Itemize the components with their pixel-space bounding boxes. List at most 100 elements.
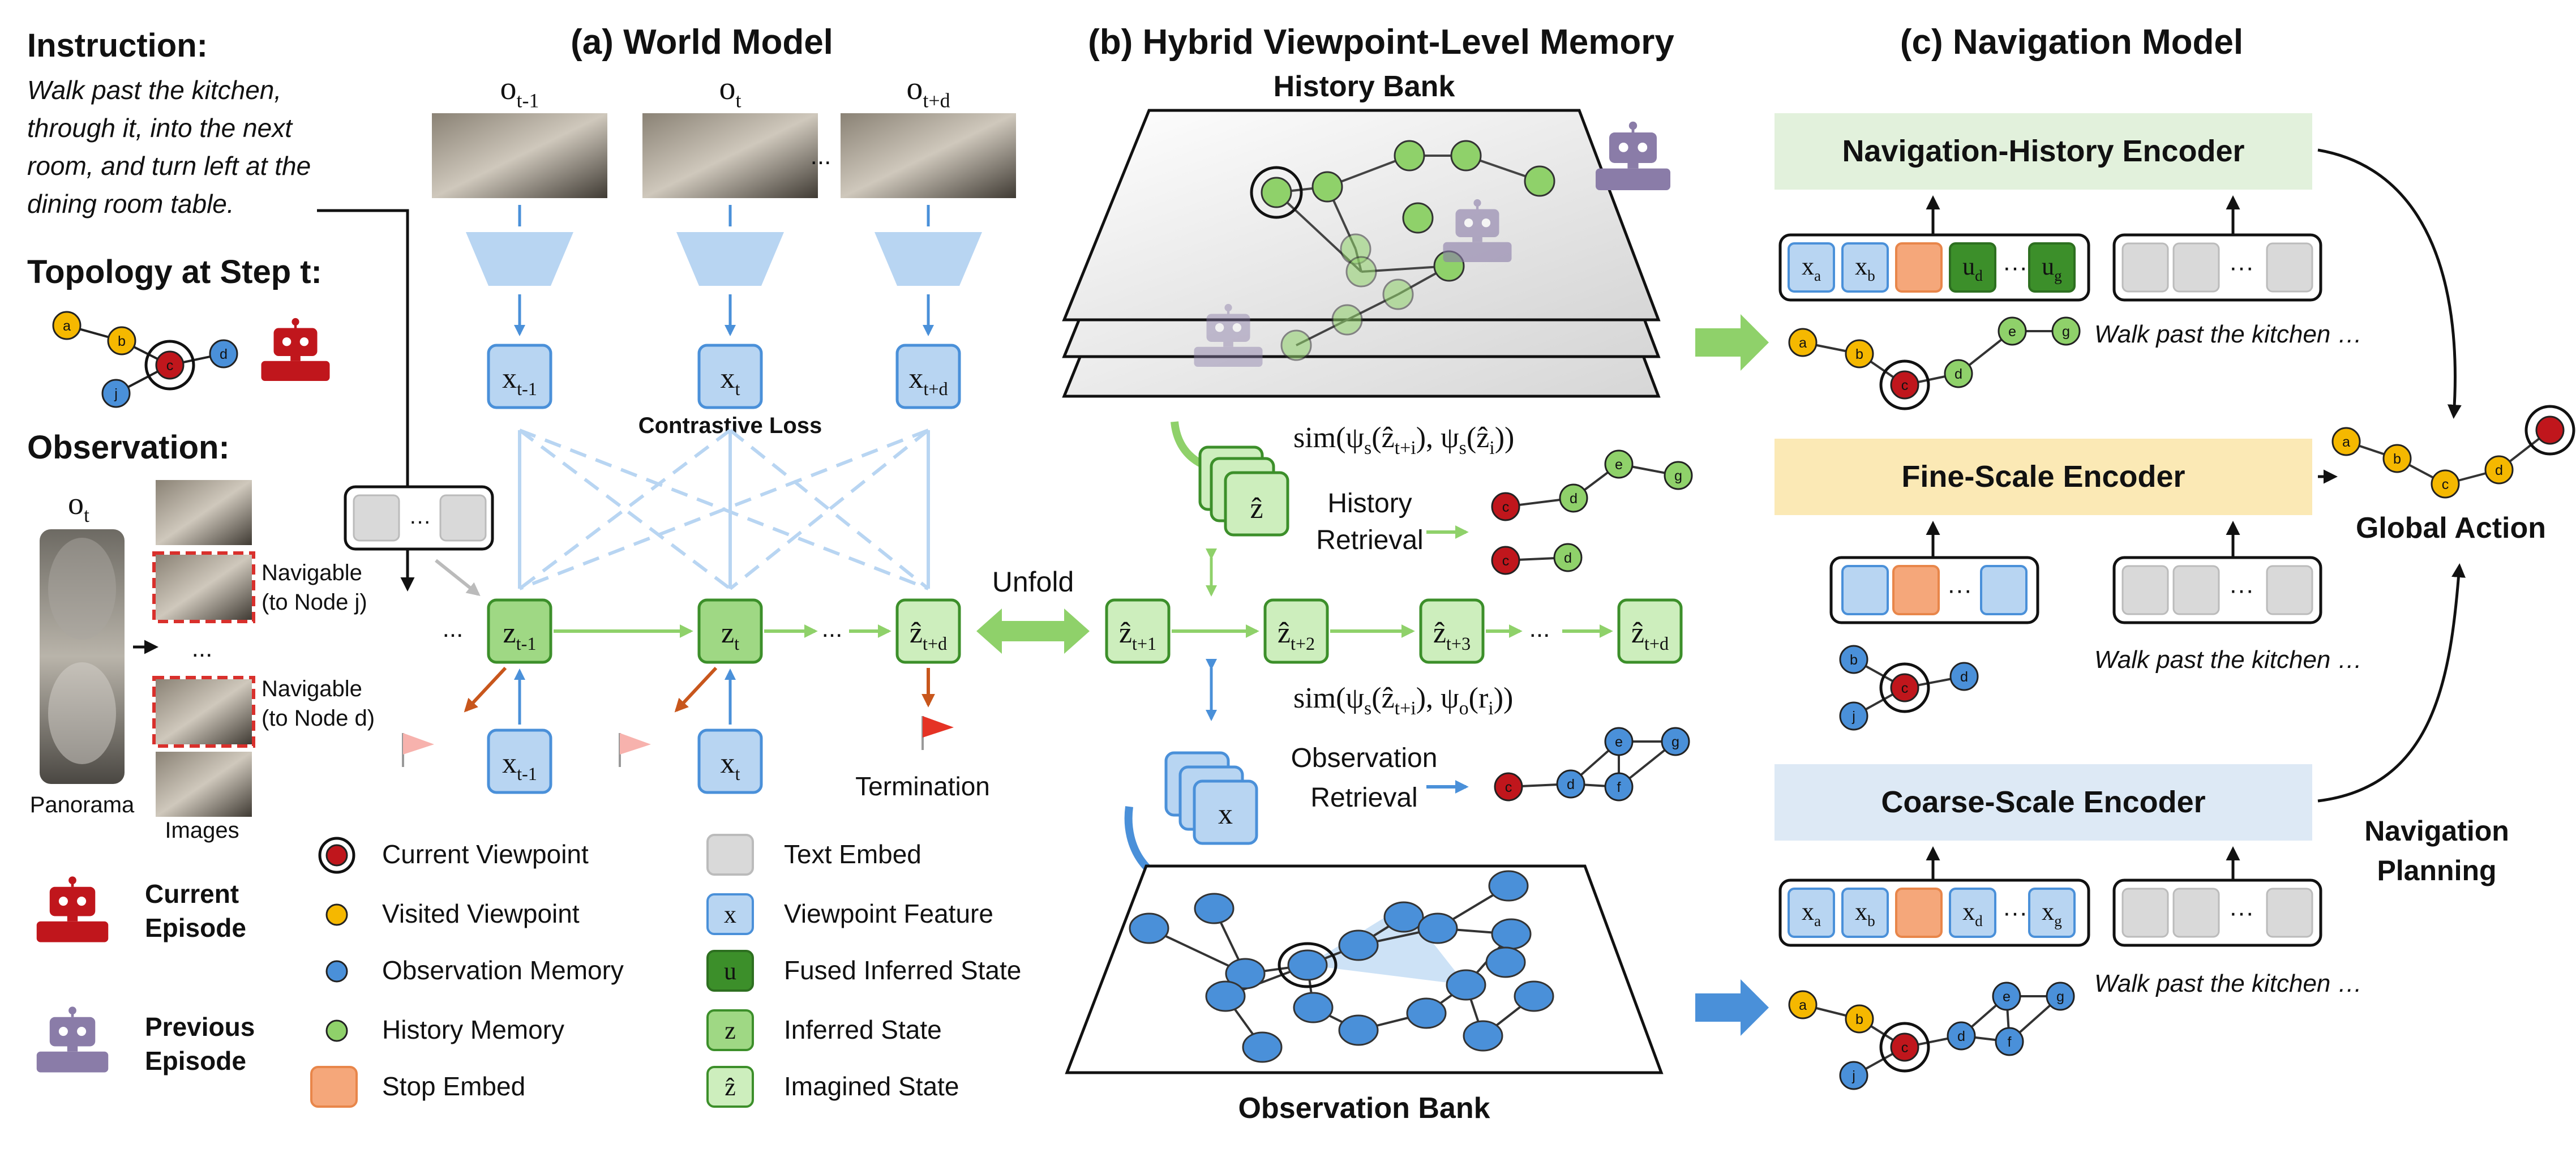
robot-body [36, 1051, 109, 1073]
token [1788, 888, 1835, 938]
graph-node-label: d [220, 346, 228, 362]
graph-node [1839, 1061, 1868, 1090]
graph-node-label: b [1855, 1012, 1863, 1027]
svg-text:···: ··· [1947, 576, 1972, 604]
legend-label: Viewpoint Feature [784, 899, 993, 928]
encoder-box [1775, 113, 2312, 190]
graph-node [2331, 427, 2361, 456]
graph-node [2051, 316, 2081, 346]
current-viewpoint-ring [1879, 1022, 1930, 1073]
graph-node [1944, 359, 1973, 388]
navigation-title: (c) Navigation Model [1900, 23, 2243, 62]
graph-node-label: b [118, 333, 126, 349]
symbol-label: ẑt+2 [1278, 617, 1315, 654]
instruction-snippet: Walk past the kitchen … [2094, 646, 2363, 674]
svg-text:...: ... [1529, 615, 1550, 642]
world-model-observation-image [841, 113, 1016, 198]
unfold-label: Unfold [992, 566, 1074, 598]
symbol-label: xt+d [908, 362, 948, 399]
legend-label: Stop Embed [382, 1072, 525, 1101]
graph-node [1556, 769, 1585, 799]
svg-text:Episode: Episode [145, 1046, 246, 1075]
zhat-box [1419, 598, 1485, 664]
legend-glyph: x [724, 901, 736, 928]
images-label: Images [165, 818, 239, 843]
encoder-trapezoid [676, 232, 784, 286]
symbol-label: xt-1 [502, 747, 537, 784]
legend-current-marker [325, 844, 348, 867]
history-node [1345, 256, 1377, 288]
x-box [487, 344, 552, 409]
symbol-label: xb [1855, 898, 1875, 929]
legend-glyph: u [724, 957, 736, 985]
svg-text:x: x [1218, 798, 1233, 830]
observation-thumbnail [156, 679, 252, 744]
graph-node [1890, 673, 1919, 702]
similarity-formula: sim(ψs(ẑt+i), ψs(ẑi)) [1293, 422, 1514, 458]
history-node [1311, 171, 1343, 203]
legend-observation-marker [325, 960, 348, 983]
robot-head [49, 1017, 96, 1047]
coarse-to-action-arrow [2317, 563, 2466, 803]
observation-node [1225, 958, 1266, 989]
graph-node [1995, 1027, 2024, 1056]
symbol-label: xt [721, 362, 740, 399]
instruction-line: through it, into the next [27, 113, 293, 143]
graph-node [1839, 701, 1868, 731]
graph-node-label: c [166, 358, 174, 374]
zhat-box [1617, 598, 1683, 664]
robot-body [36, 921, 109, 942]
view-cone [1308, 906, 1466, 985]
graph-node-label: e [1615, 457, 1623, 473]
z-box [697, 598, 763, 664]
robot-body [1596, 168, 1670, 190]
observation-thumbnail [156, 752, 252, 817]
connector [464, 666, 507, 713]
connector [729, 428, 929, 590]
graph-node [2535, 415, 2565, 445]
legend-history-marker [325, 1019, 348, 1042]
current-viewpoint-ring [144, 340, 195, 391]
graph-node [1839, 645, 1868, 674]
encoder-box [1775, 764, 2312, 841]
legend-label: Visited Viewpoint [382, 899, 580, 928]
graph-node-label: a [1799, 997, 1807, 1013]
graph-node [107, 326, 136, 355]
graph-node-label: c [1901, 1040, 1909, 1056]
svg-text:···: ··· [2003, 899, 2028, 927]
world-model-observation-image [432, 113, 607, 198]
observation-node [1129, 912, 1169, 944]
history-node [1280, 329, 1312, 361]
svg-text:Retrieval: Retrieval [1310, 783, 1417, 813]
graph-node [155, 350, 185, 380]
svg-text:(to Node j): (to Node j) [262, 590, 367, 615]
graph-node-label: j [114, 386, 118, 402]
instruction-snippet: Walk past the kitchen … [2094, 320, 2363, 348]
legend-label: Inferred State [784, 1015, 942, 1044]
robot-body [1194, 346, 1263, 367]
graph-node [1553, 543, 1583, 572]
graph-node-label: d [1564, 550, 1572, 566]
navigable-d-label: Navigable [262, 676, 362, 701]
legend-swatch [706, 834, 754, 876]
robot-body [1443, 242, 1512, 262]
symbol-label: ug [2042, 252, 2062, 284]
token [1949, 888, 1996, 938]
observation-node [1485, 946, 1526, 978]
graph-node [1788, 990, 1818, 1019]
graph-node [1845, 339, 1874, 368]
history-stack-card [1224, 471, 1289, 537]
svg-text:…: … [409, 504, 431, 529]
graph-node-label: g [1671, 734, 1679, 750]
observation-node [1446, 969, 1486, 1001]
symbol-label: ot [719, 70, 741, 112]
history-node [1450, 140, 1482, 172]
observation-images [152, 480, 255, 817]
observation-node [1514, 980, 1554, 1012]
instruction-line: Walk past the kitchen, [27, 75, 281, 105]
global-action-label: Global Action [2356, 512, 2546, 545]
graph-node-label: c [1502, 499, 1510, 515]
encoder-label: Navigation-History Encoder [1842, 134, 2244, 168]
legend-label: Text Embed [784, 839, 921, 869]
